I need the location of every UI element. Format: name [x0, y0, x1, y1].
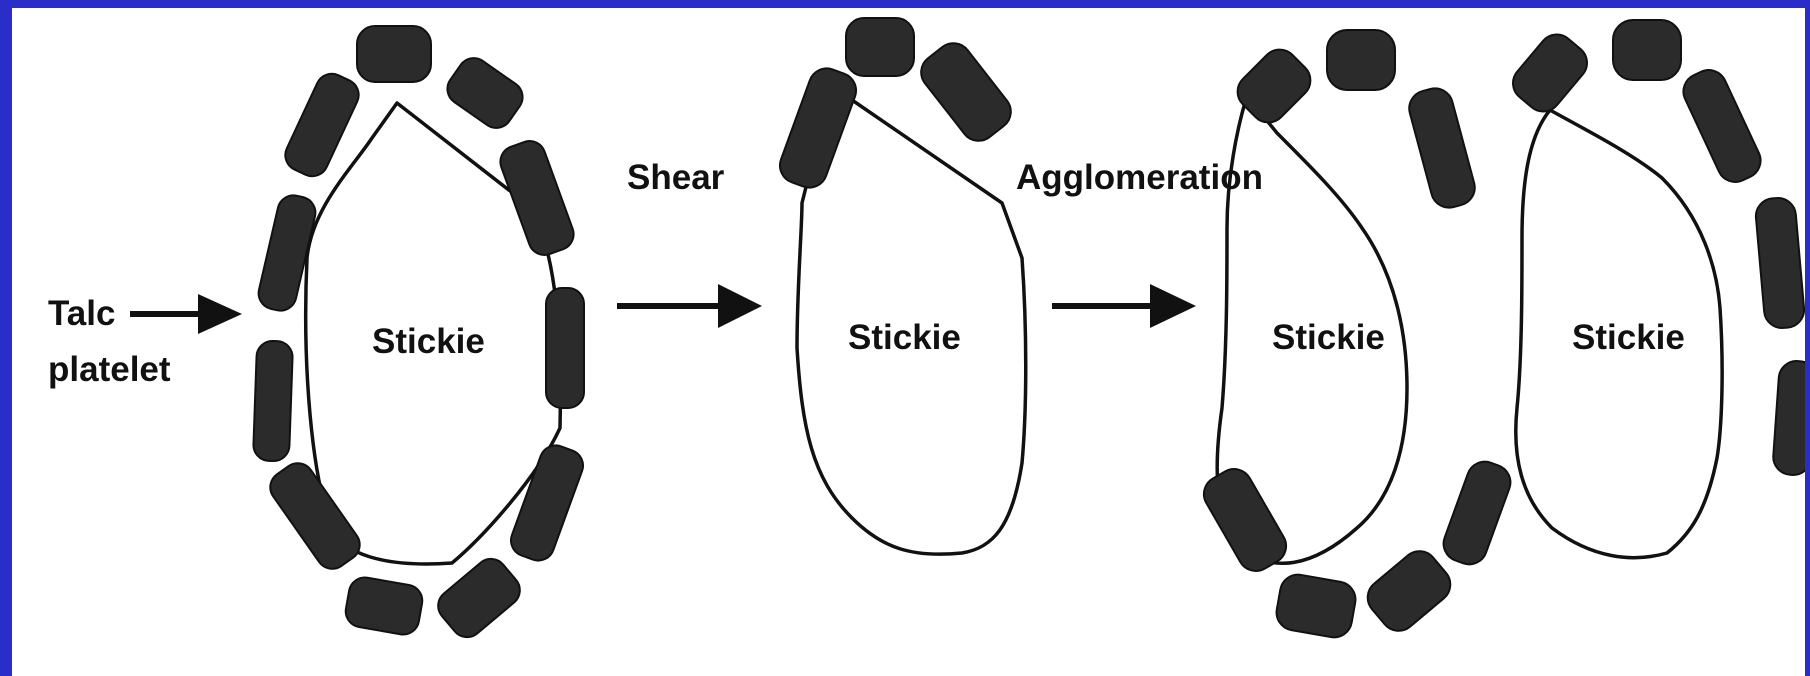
stage-sheared-stickie	[775, 18, 1026, 554]
talc-platelet	[1506, 27, 1595, 119]
talc-platelet	[1405, 84, 1479, 211]
shear-label: Shear	[627, 156, 724, 200]
talc-platelet	[1439, 457, 1516, 570]
talc-platelet	[846, 18, 914, 76]
talc-platelet	[441, 52, 529, 134]
stage-agglomerated-stickie-right	[1506, 20, 1805, 558]
stickie-label: Stickie	[848, 316, 961, 360]
talc-platelet	[343, 575, 425, 637]
talc-platelet-label-line2: platelet	[48, 348, 171, 392]
talc-platelet	[1274, 572, 1359, 640]
talc-platelet	[1327, 30, 1395, 90]
arrow-input	[130, 294, 242, 334]
talc-platelet	[914, 36, 1018, 148]
talc-platelet	[1360, 544, 1457, 638]
stickie-label: Stickie	[1572, 316, 1685, 360]
arrow-agglomeration	[1052, 284, 1196, 328]
talc-platelet	[546, 288, 584, 408]
talc-platelet-label-line1: Talc	[48, 292, 115, 336]
talc-platelet	[253, 340, 293, 461]
stickie-label: Stickie	[372, 320, 485, 364]
talc-platelet	[1754, 197, 1805, 330]
stickie-label: Stickie	[1272, 316, 1385, 360]
diagram-panel: Talc platelet Shear Agglomeration Sticki…	[12, 8, 1805, 676]
arrow-shear	[617, 284, 762, 328]
talc-platelet	[1613, 20, 1681, 80]
talc-platelet	[1678, 64, 1767, 188]
talc-platelet	[1772, 360, 1805, 476]
agglomeration-label: Agglomeration	[1016, 156, 1263, 200]
talc-platelet	[432, 552, 527, 643]
talc-platelet	[357, 26, 431, 82]
